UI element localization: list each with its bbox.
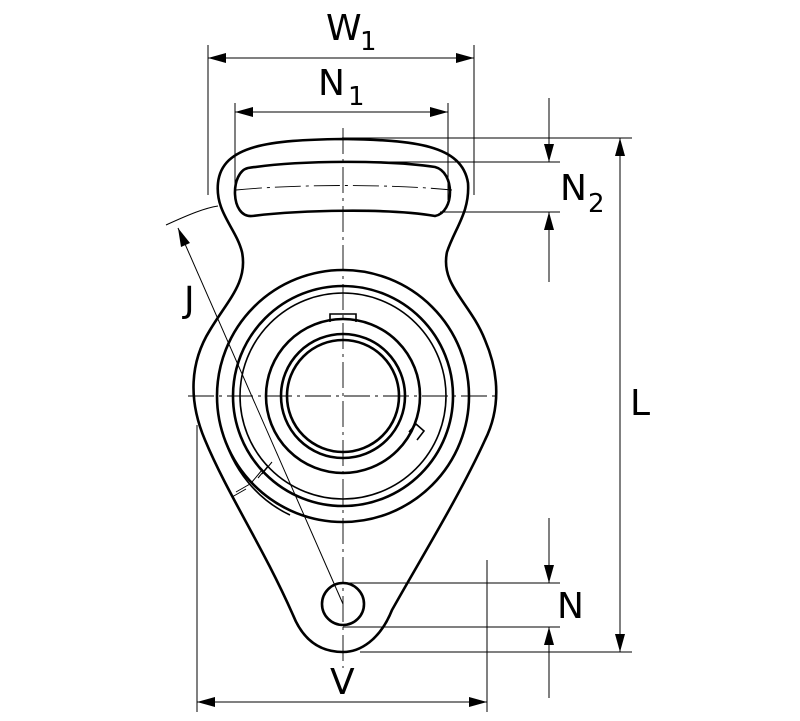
- j-dimension-line: [177, 227, 344, 605]
- set-screw-notch: [408, 422, 426, 441]
- n-arrow-top: [544, 565, 554, 583]
- v-arrow-left: [197, 697, 215, 707]
- mounting-slot: [233, 160, 452, 218]
- j-extension-arc: [165, 205, 219, 226]
- n1-arrow-left: [235, 107, 253, 117]
- v-label: V: [330, 662, 355, 703]
- j-label: J: [182, 280, 195, 321]
- hatch-lines: [231, 461, 273, 498]
- slot-centerline: [235, 185, 453, 191]
- j-arrow: [178, 228, 190, 247]
- n-arrow-bottom: [544, 627, 554, 645]
- w1-label-sub: 1: [360, 27, 377, 57]
- housing-outline: [192, 137, 498, 654]
- n1-label: N: [318, 63, 345, 104]
- housing-relief-arc: [221, 429, 291, 516]
- w1-label: W: [326, 8, 362, 49]
- l-label: L: [630, 383, 650, 424]
- v-arrow-right: [469, 697, 487, 707]
- w1-arrow-right: [456, 53, 474, 63]
- n2-label-sub: 2: [588, 189, 605, 219]
- n2-arrow-bottom: [544, 212, 554, 230]
- n1-arrow-right: [430, 107, 448, 117]
- n2-arrow-top: [544, 144, 554, 162]
- n-label: N: [557, 586, 584, 627]
- w1-arrow-left: [208, 53, 226, 63]
- l-arrow-bottom: [615, 634, 625, 652]
- n2-label: N: [560, 168, 587, 209]
- n1-label-sub: 1: [348, 82, 365, 112]
- l-arrow-top: [615, 138, 625, 156]
- lube-notch: [329, 313, 357, 322]
